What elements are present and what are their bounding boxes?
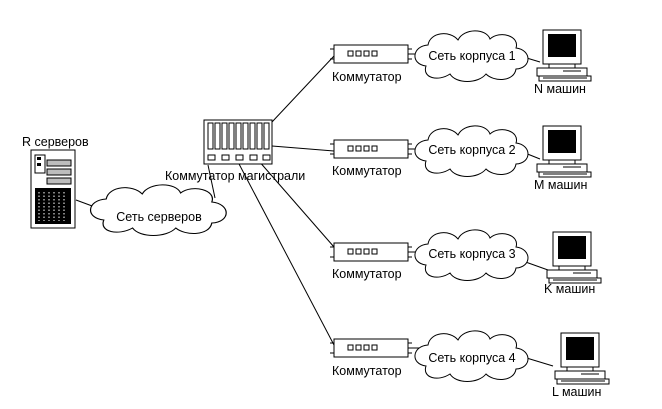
switch-2-label: Коммутатор: [332, 164, 402, 178]
backbone-switch-icon: [203, 119, 273, 165]
computer-3-icon: [546, 231, 602, 284]
switch-4-icon: [329, 338, 413, 358]
building-4-machines-label: L машин: [552, 385, 602, 399]
server-network-label: Сеть серверов: [116, 210, 202, 224]
switch-1-label: Коммутатор: [332, 70, 402, 84]
switch-1-icon: [329, 44, 413, 64]
switch-3-icon: [329, 242, 413, 262]
switch-3-label: Коммутатор: [332, 267, 402, 281]
building-3-machines-label: K машин: [544, 282, 595, 296]
switch-2-icon: [329, 139, 413, 159]
backbone-switch-label: Коммутатор магистрали: [165, 169, 305, 183]
switch-4-label: Коммутатор: [332, 364, 402, 378]
building-1-network-label: Сеть корпуса 1: [428, 49, 515, 63]
building-4-network-label: Сеть корпуса 4: [428, 351, 515, 365]
computer-1-icon: [536, 29, 592, 82]
computer-2-icon: [536, 125, 592, 178]
building-2-machines-label: M машин: [534, 178, 587, 192]
server-tower-icon: [30, 149, 76, 229]
computer-4-icon: [554, 332, 610, 385]
server-count-label: R серверов: [22, 135, 89, 149]
building-1-machines-label: N машин: [534, 82, 586, 96]
building-2-network-label: Сеть корпуса 2: [428, 143, 515, 157]
building-3-network-label: Сеть корпуса 3: [428, 247, 515, 261]
